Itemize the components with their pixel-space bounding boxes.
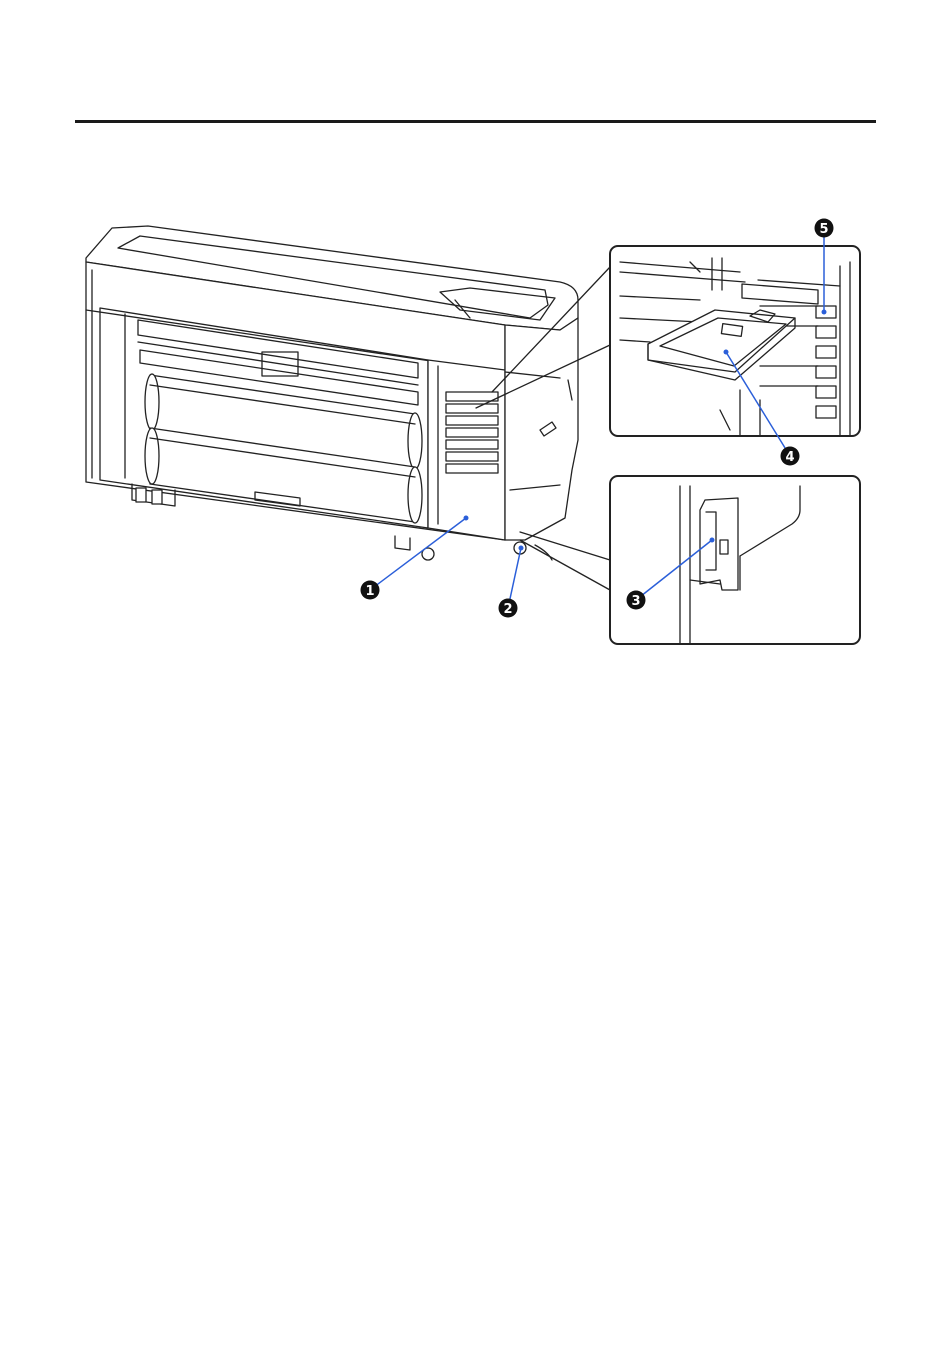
inset-maintenance-box <box>610 476 860 644</box>
callout-4-badge: 4 <box>781 447 800 466</box>
inset-ink-area <box>610 246 860 436</box>
callout-5-label: 5 <box>819 222 828 237</box>
printer-body <box>86 226 578 560</box>
callout-5-badge: 5 <box>815 219 834 238</box>
callout-2-label: 2 <box>503 602 512 617</box>
callout-1-badge: 1 <box>361 581 380 600</box>
callout-2-badge: 2 <box>499 599 518 618</box>
callout-3-badge: 3 <box>627 591 646 610</box>
callout-3-label: 3 <box>631 594 640 609</box>
callout-4-label: 4 <box>785 450 794 465</box>
callout-1-label: 1 <box>365 584 374 599</box>
